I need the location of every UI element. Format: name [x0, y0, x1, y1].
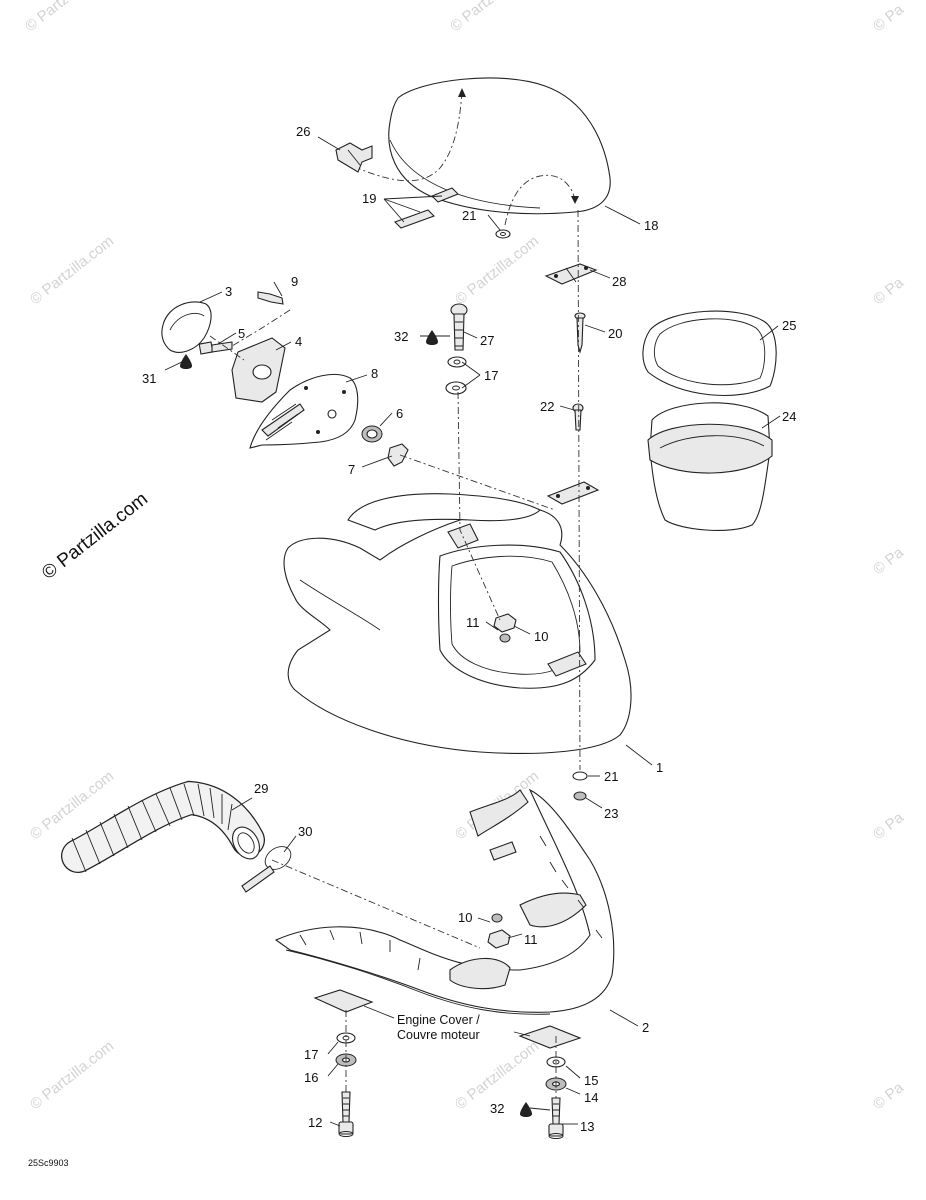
callout-label: 13 — [580, 1119, 594, 1134]
callout-label: 17 — [304, 1047, 318, 1062]
watermark: © Pa — [870, 544, 907, 578]
watermark: © Partzilla.com — [22, 0, 112, 35]
cover-part — [161, 301, 212, 353]
callout-label: 20 — [608, 326, 622, 341]
callout-label: 2 — [642, 1020, 649, 1035]
pad-part — [313, 989, 374, 1013]
callout-label: 15 — [584, 1073, 598, 1088]
callout-label: 4 — [295, 334, 302, 349]
callout-label: 19 — [362, 191, 376, 206]
callout-label: 22 — [540, 399, 554, 414]
drop-symbol-icon — [180, 354, 192, 369]
hinge-part — [544, 263, 598, 285]
clamp-part — [241, 846, 292, 893]
washer-part — [572, 771, 588, 781]
seat-part — [349, 77, 611, 226]
bolt-part — [338, 1091, 354, 1137]
watermark: © Pa — [870, 1, 907, 35]
callout-label: 24 — [782, 409, 796, 424]
callout-label: 21 — [604, 769, 618, 784]
callout-label: 17 — [484, 368, 498, 383]
callout-label: 30 — [298, 824, 312, 839]
callout-label: 32 — [490, 1101, 504, 1116]
callout-label: 27 — [480, 333, 494, 348]
nut-part — [493, 613, 517, 643]
diagram-code: 25Sc9903 — [28, 1158, 69, 1168]
callout-label: 10 — [534, 629, 548, 644]
assembly-lines — [209, 209, 581, 1098]
pads-part — [394, 187, 459, 229]
callout-label: 26 — [296, 124, 310, 139]
nut-part — [361, 425, 383, 443]
bolt-part — [450, 303, 468, 351]
callout-label: 23 — [604, 806, 618, 821]
screw-part — [572, 403, 584, 431]
storage-box-part — [647, 402, 773, 531]
plate-part — [231, 337, 286, 403]
clip-part — [335, 142, 373, 173]
callout-label: 28 — [612, 274, 626, 289]
callout-label: 11 — [466, 615, 480, 630]
leader-lines — [164, 136, 781, 1127]
hinge-part — [546, 481, 600, 505]
washer-part — [445, 356, 467, 395]
vent-part — [249, 373, 359, 449]
callout-label: 12 — [308, 1115, 322, 1130]
callout-label: 32 — [394, 329, 408, 344]
pad-part — [518, 1025, 582, 1049]
watermark-main: © Partzilla.com — [38, 489, 152, 584]
callout-label: 9 — [291, 274, 298, 289]
callout-label: 1 — [656, 760, 663, 775]
engine-cover-note: Couvre moteur — [397, 1028, 480, 1042]
callout-label: 3 — [225, 284, 232, 299]
callout-label: 21 — [462, 208, 476, 223]
callout-label: 31 — [142, 371, 156, 386]
watermark: © Partzilla.com — [447, 0, 537, 35]
callout-label: 29 — [254, 781, 268, 796]
hose-part — [61, 780, 265, 873]
callout-label: 10 — [458, 910, 472, 925]
watermark: © Partzilla.com — [27, 1038, 117, 1114]
engine-cover-note: Engine Cover / — [397, 1013, 480, 1027]
watermark: © Pa — [870, 1079, 907, 1113]
nut-part — [487, 913, 511, 949]
pin-part — [257, 291, 284, 305]
elbow-part — [387, 443, 409, 467]
storage-frame-part — [642, 310, 777, 396]
watermark: © Pa — [870, 274, 907, 308]
callout-label: 14 — [584, 1090, 598, 1105]
callout-label: 7 — [348, 462, 355, 477]
callout-label: 25 — [782, 318, 796, 333]
callout-label: 5 — [238, 326, 245, 341]
watermark: © Partzilla.com — [27, 233, 117, 309]
nut-part — [573, 791, 587, 801]
watermark: © Pa — [870, 809, 907, 843]
callout-label: 8 — [371, 366, 378, 381]
callout-label: 11 — [524, 932, 538, 947]
callout-label: 18 — [644, 218, 658, 233]
drop-symbol-icon — [520, 1102, 532, 1117]
watermark: © Partzilla.com — [452, 233, 542, 309]
callout-label: 6 — [396, 406, 403, 421]
washer-part — [495, 229, 511, 239]
screw-part — [198, 341, 233, 355]
callout-label: 16 — [304, 1070, 318, 1085]
callout-labels: 26 19 21 18 28 20 25 24 22 32 27 17 9 3 … — [142, 124, 796, 1134]
pin-part — [574, 312, 586, 355]
drop-symbol-icon — [426, 330, 438, 345]
bolt-part — [548, 1097, 564, 1139]
top-deck-part — [283, 493, 632, 754]
lower-deck-part — [274, 788, 615, 1015]
